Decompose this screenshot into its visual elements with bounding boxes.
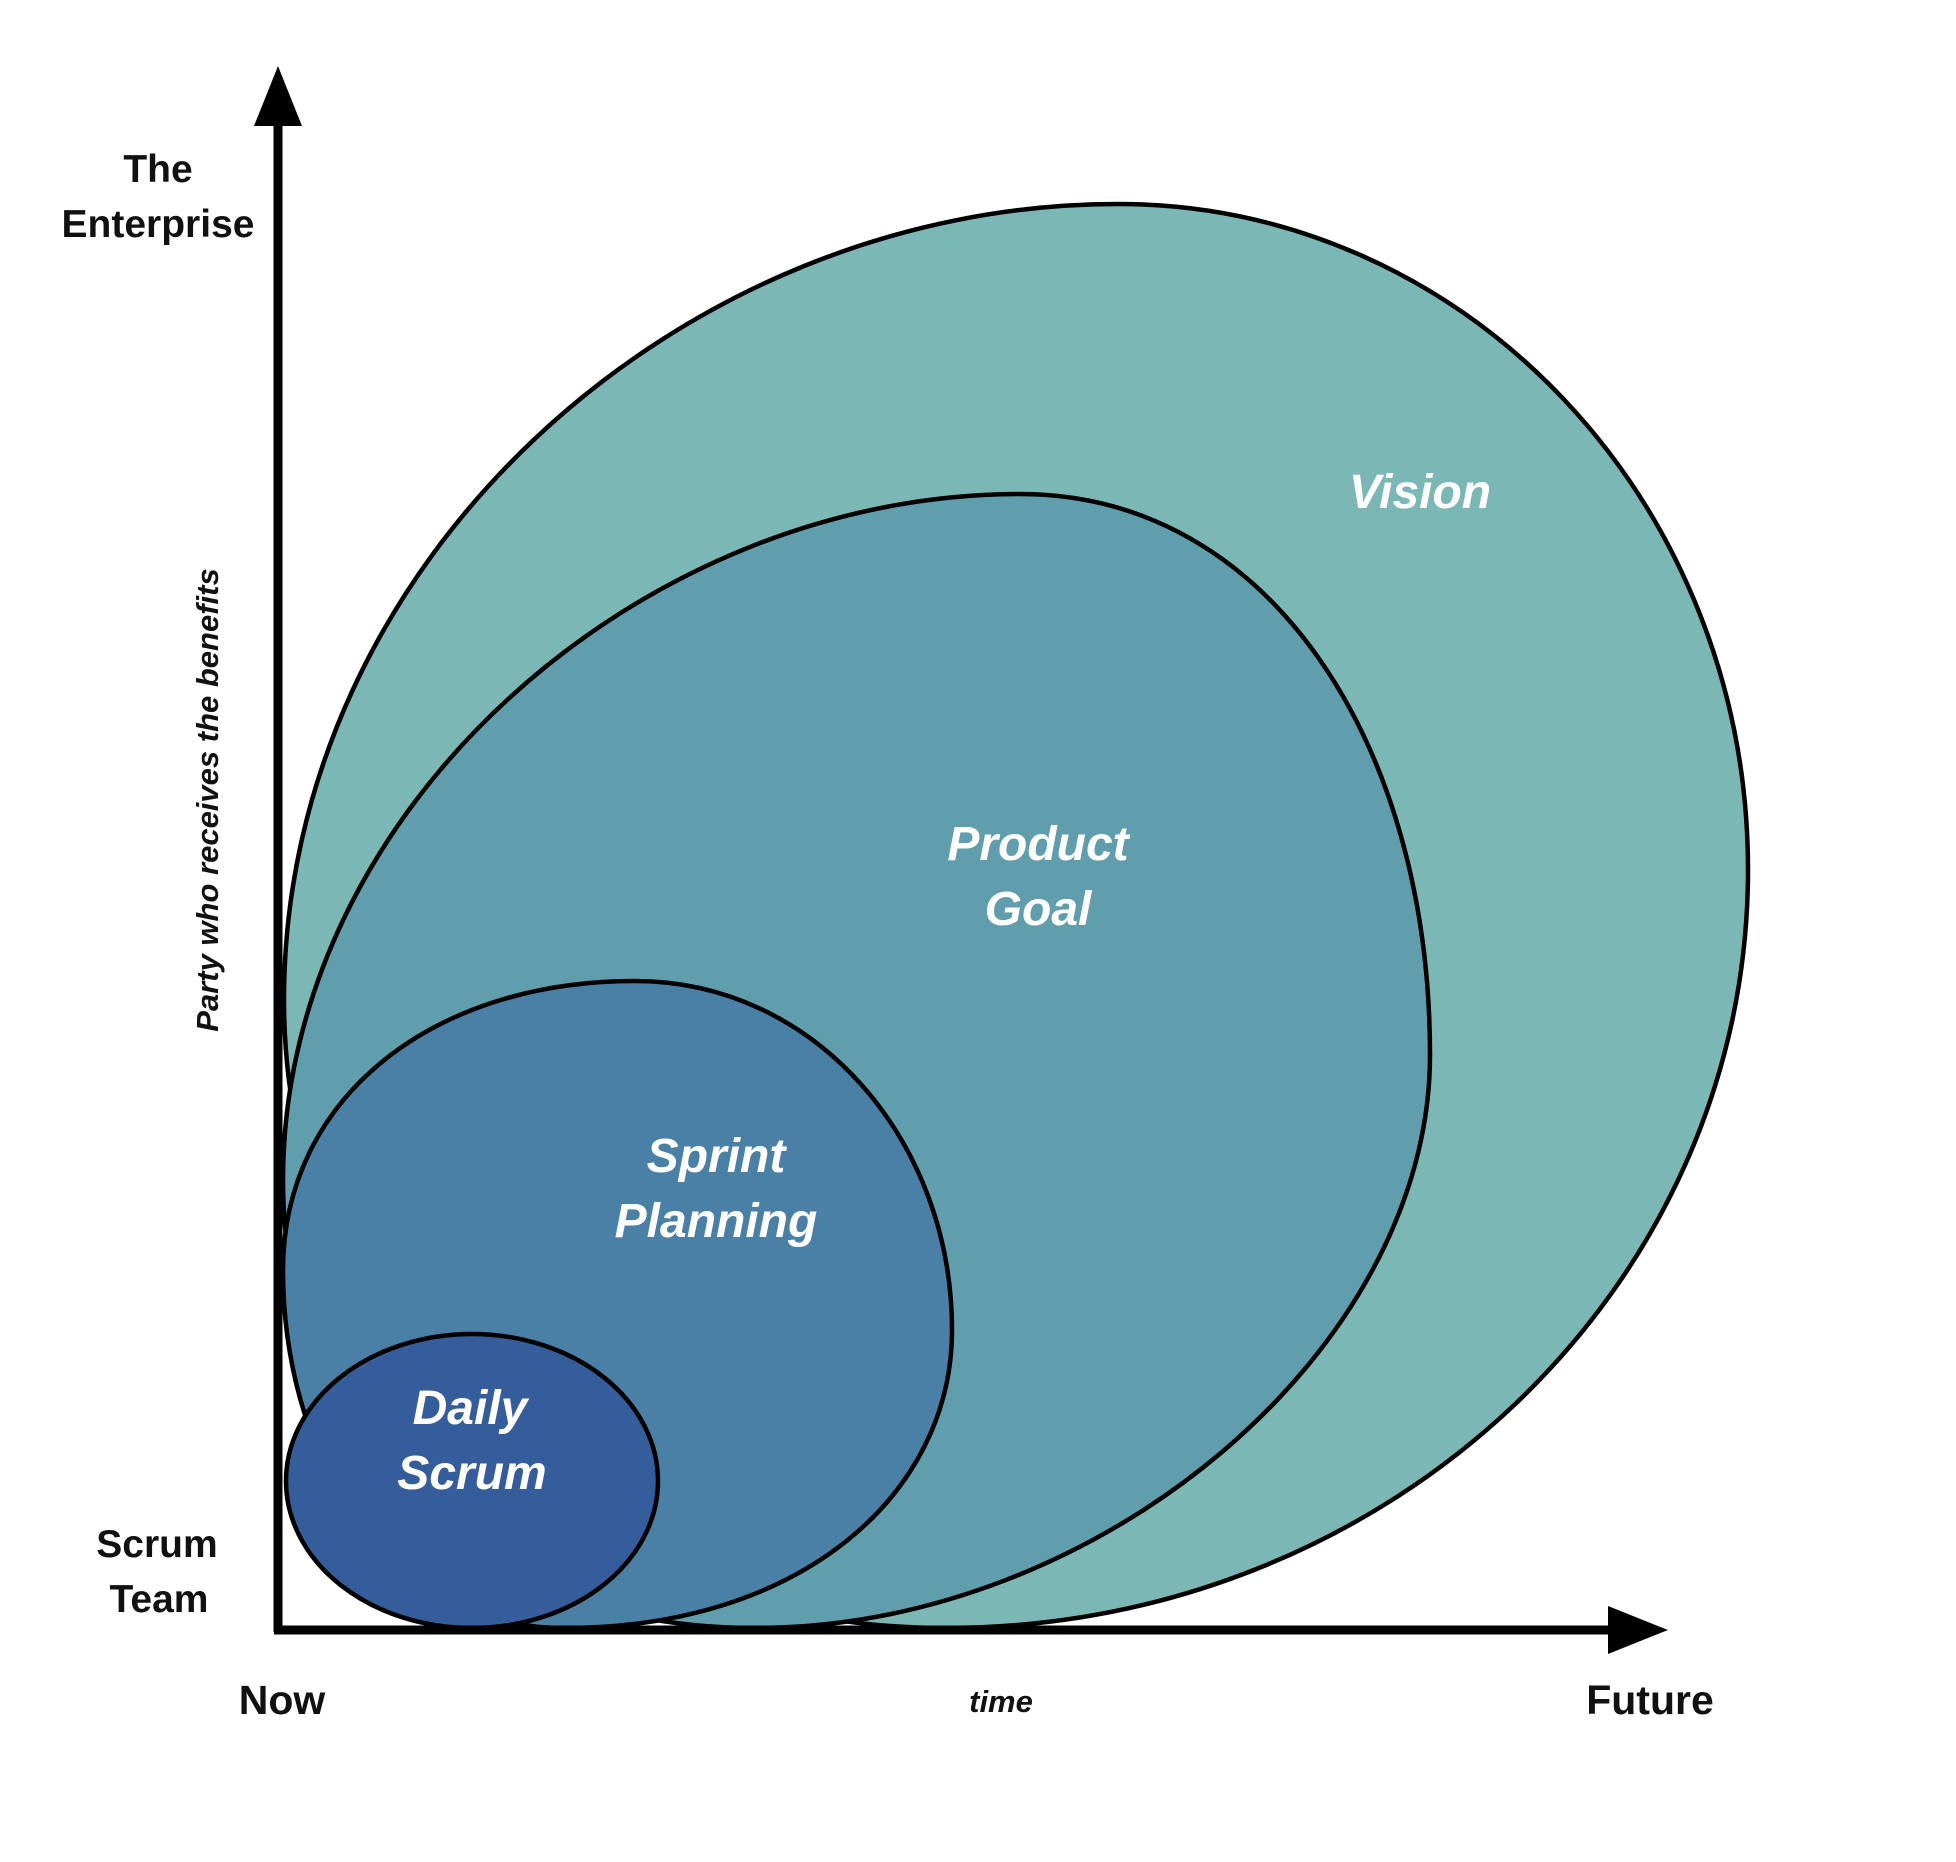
daily-scrum-label-line2: Scrum: [397, 1447, 546, 1500]
x-axis-end-label: Future: [1586, 1677, 1714, 1723]
x-axis-arrowhead: [1608, 1606, 1668, 1654]
x-axis-start-label: Now: [239, 1677, 326, 1723]
y-axis-bottom-label-line2: Team: [110, 1578, 209, 1621]
y-axis-arrowhead: [254, 66, 302, 126]
product-goal-label-line1: Product: [947, 818, 1130, 871]
y-axis-title: Party who receives the benefits: [190, 568, 225, 1031]
vision-label: Vision: [1349, 466, 1491, 519]
y-axis-bottom-label-line1: Scrum: [96, 1523, 217, 1566]
x-axis-title: time: [969, 1684, 1033, 1719]
y-axis-top-label-line1: The: [123, 148, 192, 191]
y-axis-top-label-line2: Enterprise: [62, 203, 255, 246]
product-goal-label-line2: Goal: [985, 883, 1093, 936]
daily-scrum-label-line1: Daily: [413, 1382, 530, 1435]
sprint-planning-label-line2: Planning: [615, 1195, 818, 1248]
sprint-planning-label-line1: Sprint: [647, 1130, 788, 1183]
